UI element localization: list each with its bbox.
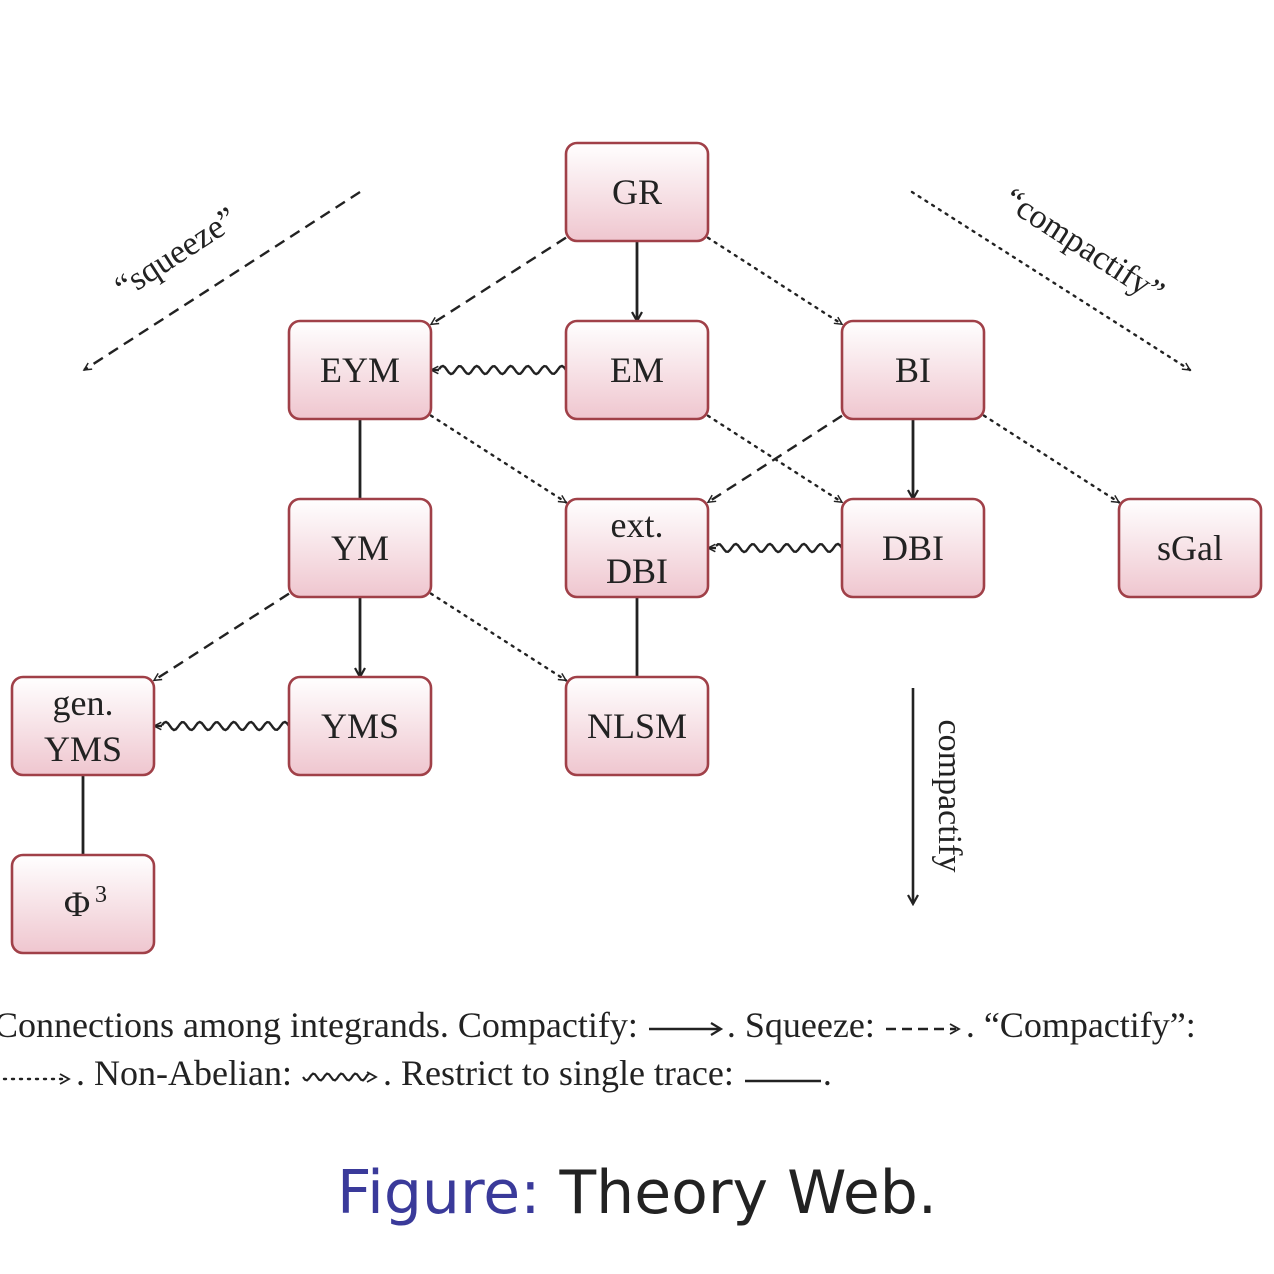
node-label: gen. bbox=[53, 683, 114, 723]
node-gr: GR bbox=[564, 141, 710, 243]
node-label: EM bbox=[610, 350, 664, 390]
node-label-superscript: 3 bbox=[95, 882, 107, 908]
caption-text: . bbox=[822, 1053, 832, 1093]
node-box bbox=[564, 675, 710, 777]
caption-text: . Restrict to single trace: bbox=[382, 1053, 743, 1093]
generalized-compactify-direction-arrow bbox=[910, 190, 1192, 372]
nodes-layer: GR EYM EM BI YM ext. DBI DBI sGal gen. YMS YMS NLSM Φ… bbox=[10, 141, 1263, 955]
figure-title: Theory Web. bbox=[540, 1158, 937, 1228]
node-box bbox=[287, 675, 433, 777]
generalized-compactify-legend-arrow bbox=[0, 1072, 71, 1085]
edge-bi-to-sgal-generalized-compactify bbox=[982, 414, 1121, 504]
node-box bbox=[564, 141, 710, 243]
node-label: sGal bbox=[1157, 528, 1223, 568]
single-trace-legend-line bbox=[744, 1079, 821, 1083]
edge-gr-to-bi-generalized-compactify bbox=[706, 236, 844, 326]
node-nlsm: NLSM bbox=[564, 675, 710, 777]
edges-layer bbox=[81, 236, 1121, 855]
caption-text: . “Compactify”: bbox=[965, 1005, 1196, 1045]
squeeze-legend-arrow bbox=[885, 1022, 961, 1035]
node-label: YM bbox=[331, 528, 389, 568]
node-box bbox=[1117, 497, 1263, 599]
node-label: NLSM bbox=[587, 706, 687, 746]
edge-eym-to-extdbi-generalized-compactify bbox=[429, 414, 568, 504]
figure-caption: Figure: Theory Web. bbox=[0, 1158, 1274, 1228]
node-yms: YMS bbox=[287, 675, 433, 777]
node-label: ext. bbox=[611, 505, 664, 545]
squeeze-direction-arrow bbox=[82, 190, 361, 372]
node-box bbox=[287, 497, 433, 599]
compactify-legend-arrow bbox=[648, 1021, 724, 1036]
edge-bi-to-extdbi-squeeze bbox=[706, 414, 843, 504]
node-label: YMS bbox=[321, 706, 399, 746]
node-eym: EYM bbox=[287, 319, 433, 421]
node-extdbi: ext. DBI bbox=[564, 497, 710, 599]
node-label: DBI bbox=[606, 551, 668, 591]
squeeze-direction-label: “squeeze” bbox=[108, 200, 244, 306]
compactify-direction-indicator: compactify bbox=[913, 688, 968, 904]
caption-text: . Squeeze: bbox=[726, 1005, 884, 1045]
node-box bbox=[564, 319, 710, 421]
node-dbi: DBI bbox=[840, 497, 986, 599]
figure-prefix: Figure: bbox=[337, 1158, 541, 1228]
caption-text: Connections among integrands. Compactify… bbox=[0, 1005, 647, 1045]
generalized-compactify-direction-label: “compactify” bbox=[997, 181, 1171, 312]
node-label: GR bbox=[612, 172, 662, 212]
edge-gr-to-eym-squeeze bbox=[429, 236, 567, 326]
node-box bbox=[10, 675, 156, 777]
node-em: EM bbox=[564, 319, 710, 421]
node-ym: YM bbox=[287, 497, 433, 599]
node-bi: BI bbox=[840, 319, 986, 421]
edge-ym-to-genyms-squeeze bbox=[152, 592, 290, 682]
compactify-direction-label: compactify bbox=[931, 720, 968, 873]
node-box bbox=[564, 497, 710, 599]
edge-ym-to-nlsm-generalized-compactify bbox=[429, 592, 568, 682]
edge-yms-to-genyms-non-abelian bbox=[152, 720, 290, 732]
node-label: EYM bbox=[320, 350, 400, 390]
node-box bbox=[10, 853, 156, 955]
caption-line-1: Connections among integrands. Compactify… bbox=[0, 1004, 1196, 1046]
caption-line-2: . Non-Abelian: . Restrict to single trac… bbox=[0, 1052, 832, 1094]
node-label: YMS bbox=[44, 729, 122, 769]
non-abelian-legend-arrow bbox=[302, 1070, 378, 1083]
node-box bbox=[840, 319, 986, 421]
edge-dbi-to-extdbi-non-abelian bbox=[706, 542, 843, 554]
caption-text: . Non-Abelian: bbox=[76, 1053, 301, 1093]
node-label: DBI bbox=[882, 528, 944, 568]
edge-em-to-eym-non-abelian bbox=[429, 364, 567, 376]
node-genyms: gen. YMS bbox=[10, 675, 156, 777]
node-label: BI bbox=[895, 350, 931, 390]
node-box bbox=[840, 497, 986, 599]
node-label: Φ bbox=[64, 884, 90, 924]
node-sgal: sGal bbox=[1117, 497, 1263, 599]
node-box bbox=[287, 319, 433, 421]
